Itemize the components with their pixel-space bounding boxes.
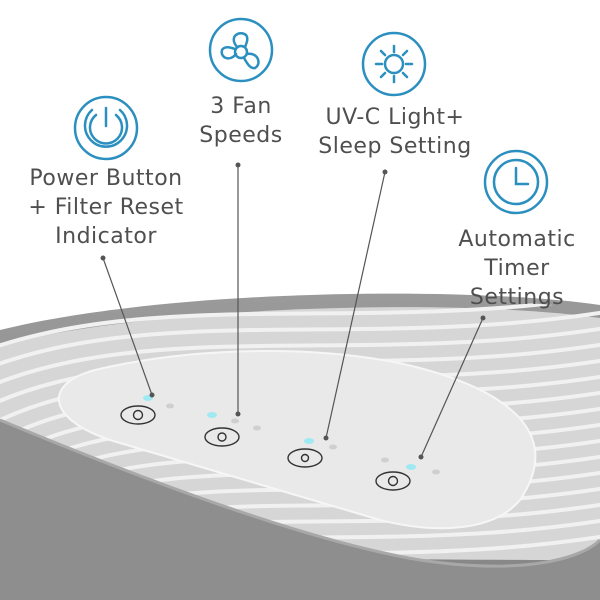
fan-icon	[208, 17, 274, 83]
fan-led	[207, 412, 217, 418]
panel-power-button[interactable]	[120, 405, 156, 425]
clock-icon	[483, 149, 549, 215]
label-line: Timer	[484, 256, 550, 281]
uv-leader-line	[325, 171, 386, 439]
panel-timer-button[interactable]	[375, 471, 411, 491]
grille-slat	[0, 304, 600, 378]
sun-icon	[361, 31, 427, 97]
power-leader-line	[102, 257, 153, 396]
power-icon	[73, 95, 139, 161]
label-line: Sleep Setting	[318, 134, 472, 159]
panel-uv-button[interactable]	[287, 448, 323, 468]
label-line: + Filter Reset	[28, 195, 184, 220]
panel-fan-button[interactable]	[204, 427, 240, 447]
timer-led	[406, 464, 416, 470]
uv-feature-label: UV-C Light+ Sleep Setting	[318, 103, 471, 161]
label-line: Indicator	[55, 224, 157, 249]
control-panel	[57, 350, 537, 530]
power-feature-label: Power Button + Filter Reset Indicator	[28, 164, 183, 251]
grille-slat	[0, 299, 600, 362]
label-line: Speeds	[199, 123, 283, 148]
label-line: Power Button	[29, 166, 183, 191]
label-line: Automatic	[458, 227, 576, 252]
label-line: 3 Fan	[210, 94, 272, 119]
grille-slat	[0, 320, 600, 394]
label-line: Settings	[469, 285, 565, 310]
timer-feature-label: Automatic Timer Settings	[458, 225, 575, 312]
label-line: UV-C Light+	[325, 105, 465, 130]
timer-leader-line	[420, 317, 484, 458]
uv-led	[304, 438, 314, 444]
fan-feature-label: 3 Fan Speeds	[199, 92, 282, 150]
